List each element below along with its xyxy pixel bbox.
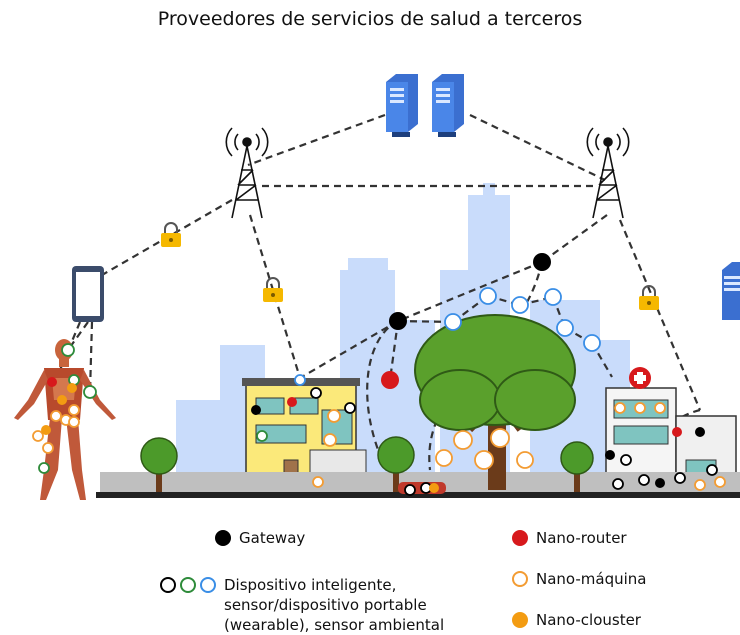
device-node — [38, 462, 50, 474]
nano-cluster-node — [41, 425, 51, 435]
device-node — [612, 478, 624, 490]
legend-gateway-label: Gateway — [239, 529, 306, 547]
device-node — [706, 464, 718, 476]
lock-icon — [161, 222, 181, 247]
server-icon — [386, 74, 418, 137]
nano-cluster-node — [67, 383, 77, 393]
server-icon — [432, 74, 464, 137]
gateway-node — [389, 312, 407, 330]
nano-machine-node — [453, 430, 473, 450]
nano-machine-node — [42, 442, 54, 454]
device-node — [404, 484, 416, 496]
gateway-node — [695, 427, 705, 437]
device-dot-blue-icon — [200, 577, 216, 593]
gateway-node — [605, 450, 615, 460]
nano-router-node — [47, 377, 57, 387]
nano-machine-node — [694, 479, 706, 491]
lock-icon — [263, 277, 283, 302]
gateway-node — [655, 478, 665, 488]
legend-gateway: Gateway — [215, 528, 305, 548]
tree-icon — [414, 314, 576, 490]
device-node — [61, 343, 75, 357]
nano-machine-node — [634, 402, 646, 414]
nano-machine-node — [490, 428, 510, 448]
cell-tower-icon — [225, 127, 269, 219]
device-dot-green-icon — [180, 577, 196, 593]
tree-icon — [140, 437, 178, 492]
nano-machine-node — [32, 430, 44, 442]
nano-router-node — [287, 397, 297, 407]
legend-device-label: Dispositivo inteligente, sensor/disposit… — [224, 576, 445, 634]
legend-nano-cluster: Nano-clouster — [512, 610, 641, 630]
smartphone-icon — [72, 266, 104, 322]
device-node — [294, 374, 306, 386]
tree-icon — [377, 436, 415, 492]
nano-machine-node — [714, 476, 726, 488]
nano-machine-node — [68, 404, 80, 416]
diagram-title: Proveedores de servicios de salud a terc… — [157, 8, 583, 30]
nano-router-node — [672, 427, 682, 437]
device-node — [511, 296, 529, 314]
nano-machine-node — [327, 409, 341, 423]
legend-nano-machine-label: Nano-máquina — [536, 570, 647, 588]
device-node — [444, 313, 462, 331]
device-dots-icon — [160, 575, 220, 593]
legend-nano-router-label: Nano-router — [536, 529, 627, 547]
nano-cluster-dot-icon — [512, 612, 528, 628]
gateway-node — [251, 405, 261, 415]
legend-device: Dispositivo inteligente, sensor/disposit… — [160, 575, 444, 635]
nano-machine-node — [516, 451, 534, 469]
nano-machine-node — [323, 433, 337, 447]
device-node — [479, 287, 497, 305]
device-dot-black-icon — [160, 577, 176, 593]
device-node — [544, 288, 562, 306]
cell-tower-icon — [586, 127, 630, 219]
nano-machine-node — [474, 450, 494, 470]
lock-icon — [639, 285, 659, 310]
nano-machine-node — [654, 402, 666, 414]
nano-machine-dot-icon — [512, 571, 528, 587]
tree-icon — [560, 441, 594, 492]
device-node — [674, 472, 686, 484]
nano-machine-node — [50, 410, 62, 422]
legend-nano-cluster-label: Nano-clouster — [536, 611, 641, 629]
device-node — [83, 385, 97, 399]
gateway-node — [533, 253, 551, 271]
nano-machine-node — [68, 416, 80, 428]
device-node — [256, 430, 268, 442]
nano-machine-node — [435, 449, 453, 467]
nano-machine-node — [312, 476, 324, 488]
nano-cluster-node — [429, 483, 439, 493]
device-node — [583, 334, 601, 352]
legend-nano-machine: Nano-máquina — [512, 569, 647, 589]
device-node — [310, 387, 322, 399]
device-node — [620, 454, 632, 466]
gateway-dot-icon — [215, 530, 231, 546]
nano-machine-node — [614, 402, 626, 414]
nano-router-dot-icon — [512, 530, 528, 546]
device-node — [556, 319, 574, 337]
nano-router-node — [381, 371, 399, 389]
nano-cluster-node — [57, 395, 67, 405]
legend-nano-router: Nano-router — [512, 528, 627, 548]
device-node — [344, 402, 356, 414]
device-node — [638, 474, 650, 486]
network-nodes — [32, 253, 726, 496]
server-icon — [722, 262, 740, 320]
